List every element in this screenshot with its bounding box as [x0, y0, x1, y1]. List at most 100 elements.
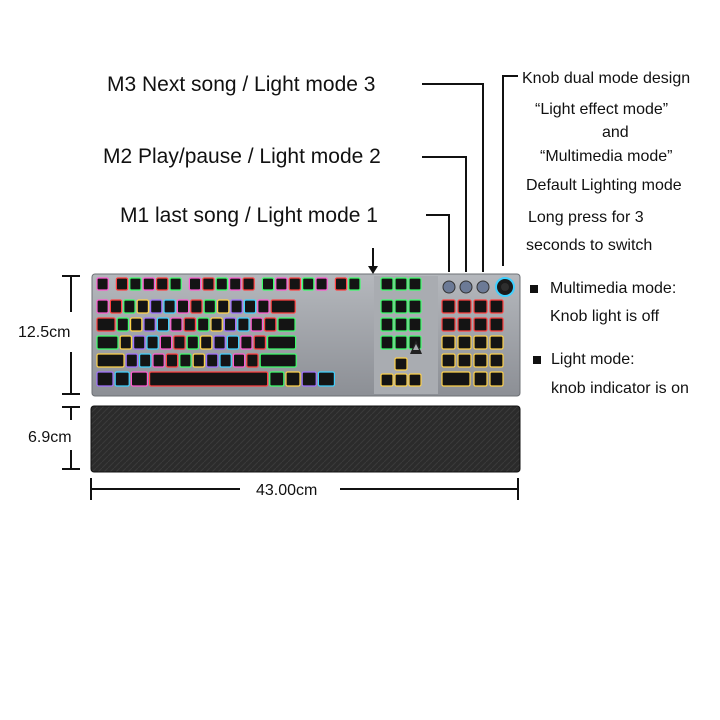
keycap [143, 317, 156, 332]
keycap [380, 317, 394, 332]
keycap [473, 317, 488, 332]
keycap [173, 335, 186, 350]
keycap [206, 353, 219, 368]
media-button-icon [442, 280, 456, 294]
knob-note-line4: “Multimedia mode” [540, 148, 673, 165]
keycap [219, 353, 232, 368]
keycap [170, 317, 183, 332]
keycap [123, 299, 136, 314]
knob-note-line5: Default Lighting mode [526, 177, 682, 194]
wrist-rest [90, 405, 521, 473]
keyboard-height-dimension [62, 275, 80, 395]
media-button-icon [459, 280, 473, 294]
keycap [229, 277, 242, 291]
keycap [159, 335, 173, 350]
keycap [441, 317, 456, 332]
keycap [96, 353, 125, 368]
keycap [394, 373, 408, 387]
keycap [457, 353, 472, 368]
wrist-rest-height-dimension [62, 406, 80, 470]
knob-note-line1: Knob dual mode design [522, 70, 691, 87]
keycap [176, 299, 190, 314]
keycap [96, 277, 109, 291]
keycap [457, 299, 472, 314]
keycap [408, 317, 422, 332]
keycap [129, 277, 142, 291]
keycap [457, 317, 472, 332]
callout-leaders [372, 75, 518, 272]
arrow-head-icon [368, 266, 378, 274]
keycap [380, 373, 394, 387]
keycap [130, 317, 143, 332]
keycap [441, 335, 456, 350]
keycap [457, 335, 472, 350]
keycap [96, 317, 116, 332]
keycap [473, 353, 488, 368]
keycap [156, 277, 169, 291]
mode-light-title: Light mode: [551, 351, 635, 368]
keycap [232, 353, 246, 368]
keycap [188, 277, 202, 291]
knob-note-line3: and [602, 124, 629, 141]
keycap [250, 317, 263, 332]
keycap [213, 335, 226, 350]
keycap [119, 335, 132, 350]
keycap [259, 353, 297, 368]
keycap [408, 277, 422, 291]
knob-note-line7: seconds to switch [526, 237, 653, 254]
keycap [136, 299, 149, 314]
keycap [408, 299, 422, 314]
keycap [380, 299, 394, 314]
keycap [270, 299, 296, 314]
keycap [183, 317, 196, 332]
keycap [394, 277, 408, 291]
keycap [441, 371, 471, 387]
keycap [240, 335, 253, 350]
callout-m1-label: M1 last song / Light mode 1 [120, 204, 378, 227]
mode-multimedia-title: Multimedia mode: [550, 280, 677, 297]
keycap [116, 317, 129, 332]
keycap [489, 371, 504, 387]
keycap [200, 335, 213, 350]
keycap [215, 277, 228, 291]
knob-note-line6: Long press for 3 [528, 209, 644, 226]
keycap [133, 335, 146, 350]
keycap [192, 353, 205, 368]
keycap [317, 371, 335, 387]
bullet-icon [533, 356, 541, 364]
keycap [275, 277, 288, 291]
keycap [277, 317, 296, 332]
keycap [165, 353, 179, 368]
keycap [230, 299, 243, 314]
knob-leader [502, 75, 518, 266]
keycap [288, 277, 302, 291]
keycap [408, 373, 422, 387]
keycap [139, 353, 152, 368]
keycap [150, 299, 163, 314]
keycap [96, 335, 119, 350]
callout-m3-label: M3 Next song / Light mode 3 [107, 73, 376, 96]
knob-icon [495, 277, 515, 297]
keycap [489, 353, 504, 368]
keycap [243, 299, 257, 314]
keycap [394, 357, 408, 371]
keycap [156, 317, 170, 332]
keycap [261, 277, 275, 291]
keycap [96, 371, 114, 387]
keycap [315, 277, 328, 291]
keycap [489, 299, 504, 314]
keycap [169, 277, 182, 291]
keycap [334, 277, 348, 291]
keycap [246, 353, 259, 368]
keycap [489, 335, 504, 350]
keycap [473, 335, 488, 350]
keycap [264, 317, 277, 332]
keycap [186, 335, 199, 350]
width-label: 43.00cm [256, 482, 318, 499]
keycap [441, 353, 456, 368]
keyboard [91, 273, 521, 397]
keycap [125, 353, 138, 368]
callout-m2-label: M2 Play/pause / Light mode 2 [103, 145, 381, 168]
keycap [149, 371, 269, 387]
